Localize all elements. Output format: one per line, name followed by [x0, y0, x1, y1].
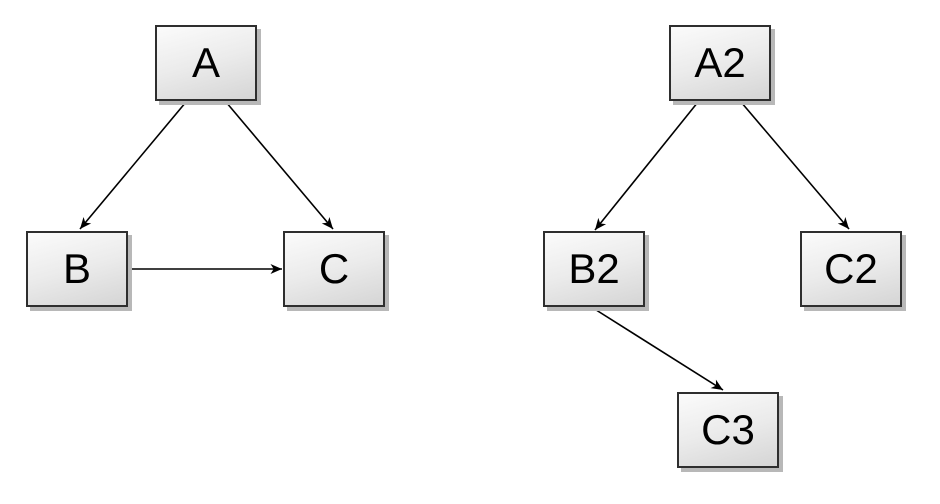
edge-A-C: [225, 101, 334, 230]
edge-A2-B2: [594, 101, 699, 231]
node-A-label: A: [191, 39, 220, 86]
node-A2[interactable]: A2: [669, 25, 771, 101]
node-B[interactable]: B: [26, 231, 128, 307]
node-C3[interactable]: C3: [677, 392, 779, 468]
edge-A2-C2: [740, 101, 850, 230]
node-C[interactable]: C: [283, 231, 385, 307]
edge-B2-C3: [592, 307, 724, 391]
node-B-label: B: [62, 245, 91, 292]
node-C2[interactable]: C2: [800, 231, 902, 307]
node-C-label: C: [318, 245, 350, 292]
node-B2[interactable]: B2: [543, 231, 645, 307]
node-A2-label: A2: [694, 39, 746, 86]
node-C3-label: C3: [701, 406, 755, 453]
edge-A-B: [79, 101, 187, 230]
node-A[interactable]: A: [155, 25, 257, 101]
node-C2-label: C2: [824, 245, 878, 292]
node-B2-label: B2: [568, 245, 620, 292]
